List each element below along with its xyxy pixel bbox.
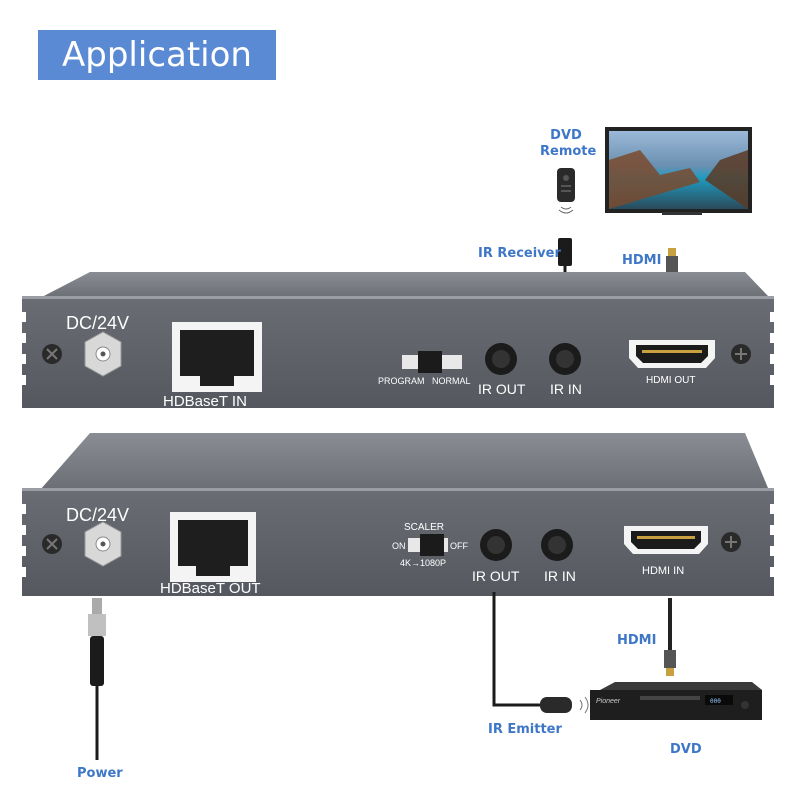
dvd-brand-text: Pioneer (596, 698, 620, 705)
power-label: Power (77, 766, 123, 781)
switch-program-label: PROGRAM (378, 376, 425, 386)
receiver-hdbaset-label: HDBaseT IN (163, 393, 247, 410)
dvd-label: DVD (670, 742, 702, 757)
ir-receiver-label: IR Receiver (478, 246, 561, 261)
transmitter-ir-in-label: IR IN (544, 568, 576, 584)
ir-emitter-icon (540, 697, 572, 713)
ir-emitter-label: IR Emitter (488, 722, 562, 737)
hdmi-bottom-label: HDMI (617, 633, 656, 648)
receiver-unit (16, 272, 780, 408)
receiver-ir-in-label: IR IN (550, 381, 582, 397)
transmitter-dc-label: DC/24V (66, 505, 129, 526)
remote-icon (557, 168, 575, 213)
receiver-dc-label: DC/24V (66, 313, 129, 334)
power-plug-icon (88, 598, 106, 760)
switch-normal-label: NORMAL (432, 376, 471, 386)
scaler-mode-label: 4K→1080P (400, 558, 446, 568)
receiver-hdmi-label: HDMI OUT (646, 375, 695, 386)
svg-text:000: 000 (710, 698, 721, 705)
tv-icon (605, 127, 752, 215)
transmitter-hdmi-label: HDMI IN (642, 565, 684, 577)
receiver-ir-out-label: IR OUT (478, 381, 525, 397)
hdmi-top-label: HDMI (622, 253, 661, 268)
transmitter-ir-out-label: IR OUT (472, 568, 519, 584)
scaler-label: SCALER (404, 522, 444, 533)
scaler-on-label: ON (392, 541, 406, 551)
scaler-off-label: OFF (450, 541, 468, 551)
transmitter-hdbaset-label: HDBaseT OUT (160, 580, 261, 597)
dvd-remote-label: DVD Remote (540, 128, 592, 160)
